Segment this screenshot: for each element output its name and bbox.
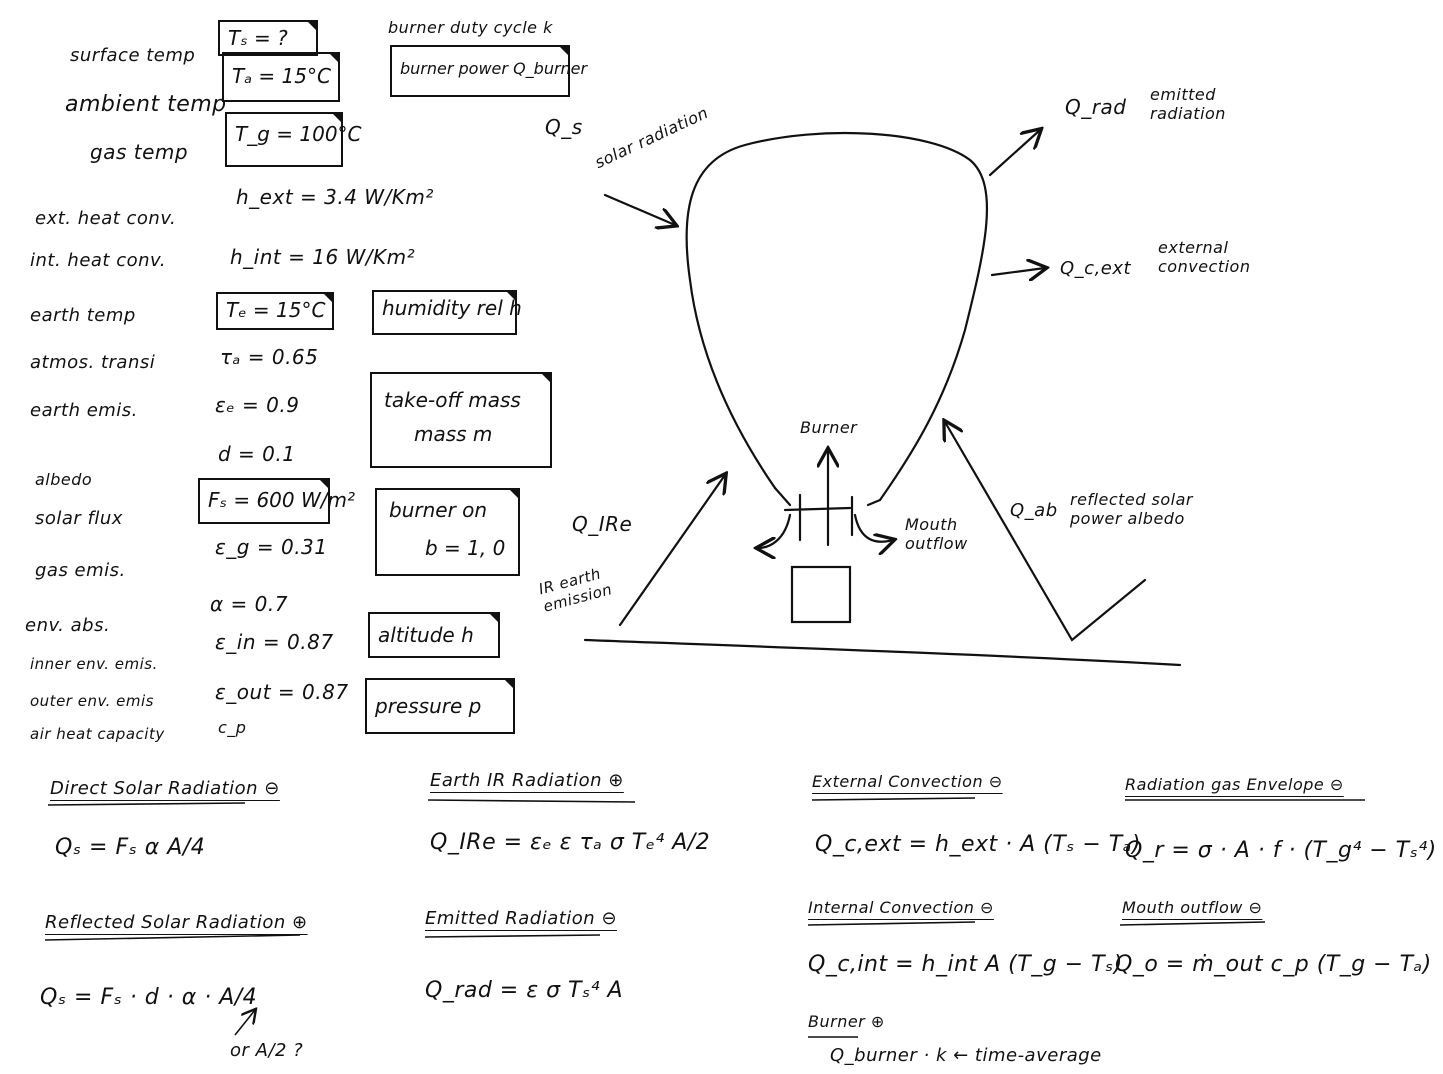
eq-title-reflected-solar: Reflected Solar Radiation ⊕ (45, 912, 308, 933)
ir-earth-arrow (618, 475, 725, 627)
burner-power-box[interactable]: burner power Q_burner (390, 45, 587, 97)
mass-line-1: take-off mass (384, 388, 521, 412)
label-air-heat-capacity: air heat capacity (30, 725, 165, 743)
label-outer-env-emis: outer env. emis (30, 692, 154, 710)
heat-capacity-value: c_p (218, 718, 247, 737)
eq-mouth-outflow: Q_o = ṁ_out c_p (T_g − Tₐ) (1115, 952, 1432, 977)
eq-reflected-note: or A/2 ? (230, 1040, 304, 1061)
eq-title-ext-conv: External Convection ⊖ (812, 772, 1003, 791)
outer-emis-value: ε_out = 0.87 (215, 680, 349, 704)
label-int-heat-conv: int. heat conv. (30, 250, 166, 271)
label-env-abs: env. abs. (25, 615, 111, 636)
burner-on-box[interactable]: burner on b = 1, 0 (375, 488, 520, 576)
pressure-box[interactable]: pressure p (365, 678, 515, 734)
eq-burner: Q_burner · k ← time-average (830, 1045, 1102, 1066)
mouth-lines (773, 486, 882, 542)
mass-box[interactable]: take-off mass mass m (370, 372, 552, 468)
eq-earth-ir: Q_IRe = εₑ ε τₐ σ Tₑ⁴ A/2 (430, 830, 711, 855)
eq-title-emitted: Emitted Radiation ⊖ (425, 908, 618, 929)
q-s-label: Q_s (545, 115, 583, 139)
eq-title-rad-gas-env: Radiation gas Envelope ⊖ (1125, 775, 1344, 794)
mouth-outflow-label: Mouth outflow (905, 515, 968, 553)
eq-int-conv: Q_c,int = h_int A (T_g − Tₛ) (808, 952, 1123, 977)
label-inner-env-emis: inner env. emis. (30, 655, 158, 673)
eq-title-mouth-outflow: Mouth outflow ⊖ (1122, 898, 1263, 917)
label-solar-flux: solar flux (35, 508, 123, 529)
gas-emis-value: ε_g = 0.31 (215, 535, 328, 559)
ambient-temp-box[interactable]: Tₐ = 15°C (222, 52, 340, 102)
basket (790, 565, 852, 624)
q-ire-label: Q_IRe (572, 512, 633, 536)
label-surface-temp: surface temp (70, 45, 196, 66)
label-albedo: albedo (35, 470, 93, 489)
burner-on-line-1: burner on (389, 498, 488, 522)
burner-on-line-2: b = 1, 0 (425, 536, 506, 560)
balloon-envelope (685, 131, 989, 502)
reflected-arrow (945, 422, 1147, 642)
earth-emis-value: εₑ = 0.9 (215, 393, 300, 417)
label-earth-emis: earth emis. (30, 400, 138, 421)
altitude-box[interactable]: altitude h (368, 612, 500, 658)
label-gas-emis: gas emis. (35, 560, 126, 581)
convection-arrow (990, 268, 1045, 275)
q-rad-label: Q_rad (1065, 95, 1127, 119)
q-cext-label: Q_c,ext (1060, 258, 1132, 279)
q-cext-desc: external convection (1158, 238, 1251, 276)
solar-arrow (603, 193, 675, 225)
albedo-value: d = 0.1 (218, 442, 296, 466)
label-ext-heat-conv: ext. heat conv. (35, 208, 177, 229)
ground-line (583, 638, 1182, 667)
surface-temp-box[interactable]: Tₛ = ? (218, 20, 318, 56)
eq-title-burner: Burner ⊕ (808, 1012, 885, 1031)
eq-emitted: Q_rad = ε σ Tₛ⁴ A (425, 978, 624, 1003)
label-ambient-temp: ambient temp (65, 92, 227, 117)
burner-label: Burner (800, 418, 858, 437)
eq-rad-gas-env: Q_r = σ · A · f · (T_g⁴ − Tₛ⁴) (1125, 838, 1437, 863)
env-abs-value: α = 0.7 (210, 592, 288, 616)
q-rad-desc: emitted radiation (1150, 85, 1226, 123)
mass-line-2: mass m (414, 422, 493, 446)
eq-title-earth-ir: Earth IR Radiation ⊕ (430, 770, 624, 791)
q-ab-desc: reflected solar power albedo (1070, 490, 1193, 528)
solar-flux-box[interactable]: Fₛ = 600 W/m² (198, 478, 355, 524)
section-underlines (44, 797, 1365, 1038)
eq-direct-solar: Qₛ = Fₛ α A/4 (55, 835, 206, 860)
eq-ext-conv: Q_c,ext = h_ext · A (Tₛ − Tₐ) (815, 832, 1141, 857)
outflow-arrow-left (758, 513, 792, 548)
outflow-arrow-right (853, 513, 893, 542)
label-atmos-trans: atmos. transi (30, 352, 156, 373)
eq-reflected-solar: Qₛ = Fₛ · d · α · A/4 (40, 985, 258, 1010)
h-int-value: h_int = 16 W/Km² (230, 245, 416, 269)
humidity-box[interactable]: humidity rel h (372, 290, 522, 335)
duty-cycle-label: burner duty cycle k (388, 18, 553, 37)
q-ab-label: Q_ab (1010, 500, 1058, 521)
atmos-trans-value: τₐ = 0.65 (220, 345, 319, 369)
h-ext-value: h_ext = 3.4 W/Km² (236, 185, 434, 209)
label-gas-temp: gas temp (90, 140, 189, 164)
earth-temp-box[interactable]: Tₑ = 15°C (216, 292, 334, 330)
emitted-arrow (988, 130, 1040, 177)
label-earth-temp: earth temp (30, 305, 136, 326)
eq-title-direct-solar: Direct Solar Radiation ⊖ (50, 778, 280, 799)
eq-title-int-conv: Internal Convection ⊖ (808, 898, 994, 917)
inner-emis-value: ε_in = 0.87 (215, 630, 334, 654)
gas-temp-box[interactable]: T_g = 100°C (225, 112, 362, 167)
